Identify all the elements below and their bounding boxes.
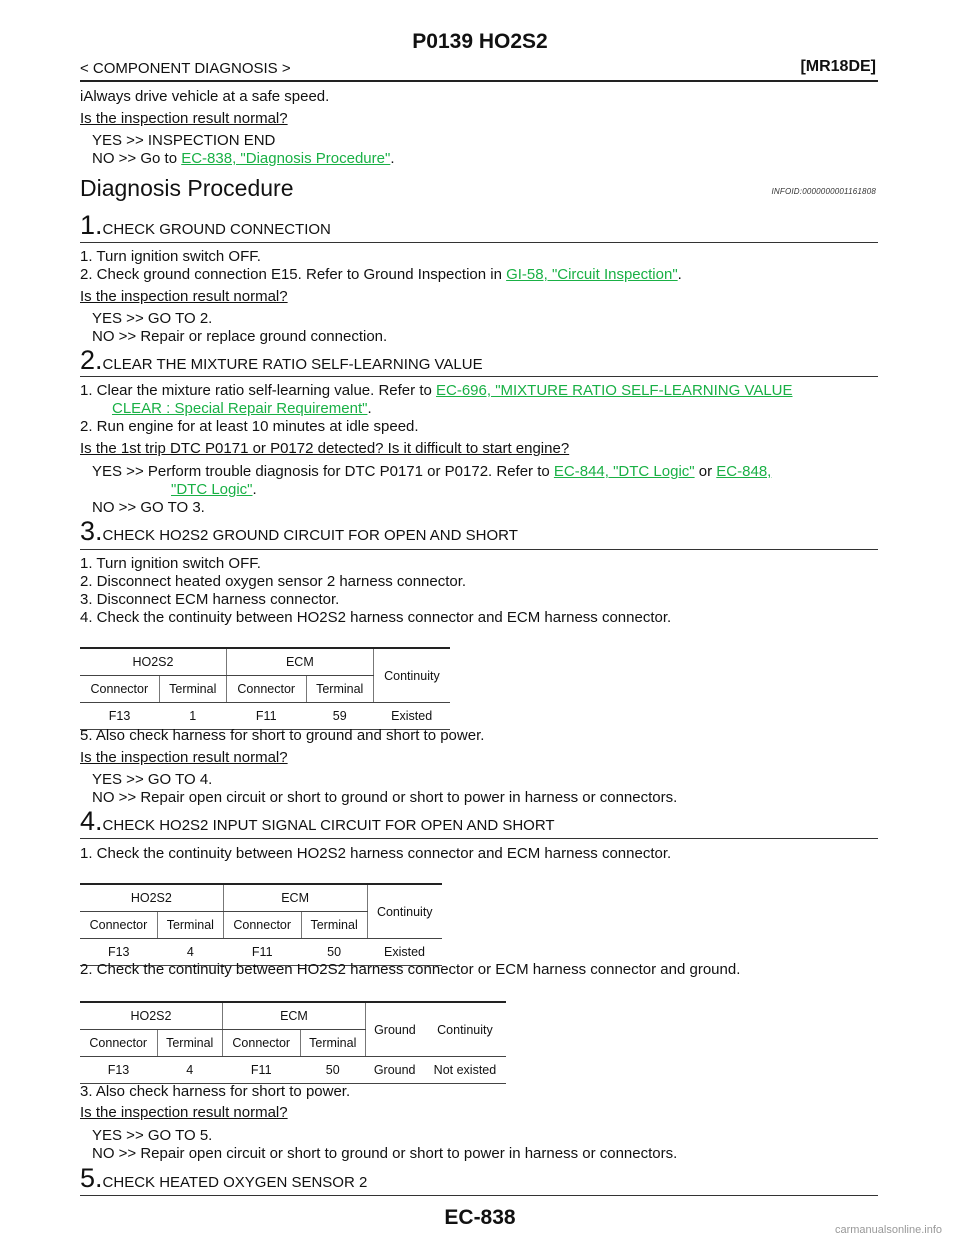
col-ho2s2: HO2S2 [80, 883, 224, 912]
cell: 4 [157, 938, 224, 966]
cell: 50 [300, 1056, 366, 1084]
cell: Existed [367, 938, 442, 966]
step-1-heading: 1.CHECK GROUND CONNECTION [80, 210, 331, 240]
mixture-ratio-link-cont[interactable]: CLEAR : Special Repair Requirement" [112, 400, 368, 417]
intro-line: iAlways drive vehicle at a safe speed. [80, 88, 330, 105]
col-connector: Connector [225, 675, 307, 703]
dtc-logic-link-2[interactable]: EC-848, [716, 463, 772, 480]
step-4-line-1: 1. Check the continuity between HO2S2 ha… [80, 845, 672, 862]
step-3-heading: 3.CHECK HO2S2 GROUND CIRCUIT FOR OPEN AN… [80, 516, 518, 546]
header-rule [80, 80, 878, 82]
step-3-no: NO >> Repair open circuit or short to gr… [92, 789, 678, 806]
step-2-question: Is the 1st trip DTC P0171 or P0172 detec… [80, 440, 570, 457]
dtc-logic-link-1[interactable]: EC-844, "DTC Logic" [553, 463, 695, 480]
step-4-no: NO >> Repair open circuit or short to gr… [92, 1145, 678, 1162]
diagnosis-procedure-link[interactable]: EC-838, "Diagnosis Procedure" [181, 150, 391, 167]
step-3-rule [80, 549, 878, 550]
section-label: < COMPONENT DIAGNOSIS > [80, 60, 291, 77]
col-ecm: ECM [225, 647, 374, 676]
step-2-heading: 2.CLEAR THE MIXTURE RATIO SELF-LEARNING … [80, 345, 483, 375]
col-continuity: Continuity [366, 883, 442, 939]
step-2-line-1: 1. Clear the mixture ratio self-learning… [80, 382, 793, 399]
cell: Existed [373, 702, 450, 730]
col-ground: Ground [364, 1001, 424, 1057]
intro-yes: YES >> INSPECTION END [92, 132, 276, 149]
step-2-rule [80, 376, 878, 377]
step-4-line-3: 3. Also check harness for short to power… [80, 1083, 351, 1100]
col-connector: Connector [80, 675, 160, 703]
step-4-continuity-table: HO2S2 ECM Continuity Connector Terminal … [80, 883, 442, 966]
step-3-line-3: 3. Disconnect ECM harness connector. [80, 591, 340, 608]
cell: 4 [157, 1056, 223, 1084]
cell: 59 [306, 702, 374, 730]
cell: F11 [223, 938, 302, 966]
col-connector: Connector [222, 911, 302, 939]
step-3-question: Is the inspection result normal? [80, 749, 288, 766]
step-4-heading: 4.CHECK HO2S2 INPUT SIGNAL CIRCUIT FOR O… [80, 806, 555, 836]
col-terminal: Terminal [156, 911, 224, 939]
col-terminal: Terminal [299, 1029, 366, 1057]
dtc-logic-link-2-cont[interactable]: "DTC Logic" [171, 481, 253, 498]
cell: F13 [80, 702, 160, 730]
col-terminal: Terminal [156, 1029, 223, 1057]
mixture-ratio-link[interactable]: EC-696, "MIXTURE RATIO SELF-LEARNING VAL… [436, 382, 793, 399]
col-ecm: ECM [221, 1001, 366, 1030]
col-terminal: Terminal [305, 675, 374, 703]
step-3-line-5: 5. Also check harness for short to groun… [80, 727, 485, 744]
step-1-no: NO >> Repair or replace ground connectio… [92, 328, 388, 345]
step-3-line-4: 4. Check the continuity between HO2S2 ha… [80, 609, 672, 626]
col-connector: Connector [80, 911, 158, 939]
watermark: carmanualsonline.info [834, 1224, 942, 1236]
step-3-yes: YES >> GO TO 4. [92, 771, 213, 788]
step-2-yes: YES >> Perform trouble diagnosis for DTC… [92, 463, 772, 480]
cell: Not existed [423, 1056, 506, 1084]
step-2-no: NO >> GO TO 3. [92, 499, 205, 516]
table-row: F13 4 F11 50 Ground Not existed [80, 1056, 506, 1084]
step-4-yes: YES >> GO TO 5. [92, 1127, 213, 1144]
step-1-question: Is the inspection result normal? [80, 288, 288, 305]
step-4-ground-table: HO2S2 ECM Ground Continuity Connector Te… [80, 1001, 506, 1084]
engine-label: [MR18DE] [800, 58, 876, 75]
col-connector: Connector [221, 1029, 301, 1057]
col-continuity: Continuity [372, 647, 450, 703]
cell: 50 [301, 938, 368, 966]
step-1-line-2: 2. Check ground connection E15. Refer to… [80, 266, 682, 283]
step-4-question: Is the inspection result normal? [80, 1104, 288, 1121]
cell: F11 [226, 702, 307, 730]
step-1-rule [80, 242, 878, 243]
page-number: EC-838 [444, 1206, 516, 1229]
col-ho2s2: HO2S2 [80, 647, 227, 676]
step-3-line-1: 1. Turn ignition switch OFF. [80, 555, 261, 572]
step-5-heading: 5.CHECK HEATED OXYGEN SENSOR 2 [80, 1163, 368, 1193]
cell: Ground [365, 1056, 424, 1084]
page-title: P0139 HO2S2 [412, 30, 548, 53]
cell: 1 [159, 702, 227, 730]
diagnosis-procedure-title: Diagnosis Procedure [80, 175, 294, 201]
col-terminal: Terminal [158, 675, 227, 703]
step-3-line-2: 2. Disconnect heated oxygen sensor 2 har… [80, 573, 467, 590]
step-2-yes-cont: "DTC Logic". [171, 481, 257, 498]
step-2-line-2: 2. Run engine for at least 10 minutes at… [80, 418, 419, 435]
col-ho2s2: HO2S2 [80, 1001, 223, 1030]
step-5-rule [80, 1195, 878, 1196]
col-continuity: Continuity [423, 1001, 506, 1057]
col-ecm: ECM [222, 883, 368, 912]
info-id: INFOID:0000000001161808 [771, 187, 876, 196]
circuit-inspection-link[interactable]: GI-58, "Circuit Inspection" [506, 266, 678, 283]
intro-question: Is the inspection result normal? [80, 110, 288, 127]
col-connector: Connector [80, 1029, 157, 1057]
cell: F13 [80, 1056, 157, 1084]
intro-no: NO >> Go to EC-838, "Diagnosis Procedure… [92, 150, 395, 167]
step-1-yes: YES >> GO TO 2. [92, 310, 213, 327]
step-1-line-1: 1. Turn ignition switch OFF. [80, 248, 261, 265]
step-3-continuity-table: HO2S2 ECM Continuity Connector Terminal … [80, 647, 450, 730]
step-4-rule [80, 838, 878, 839]
step-4-line-2: 2. Check the continuity between HO2S2 ha… [80, 961, 741, 978]
table-row: F13 1 F11 59 Existed [80, 702, 450, 730]
step-2-line-1-cont: CLEAR : Special Repair Requirement". [112, 400, 372, 417]
cell: F13 [80, 938, 158, 966]
col-terminal: Terminal [300, 911, 368, 939]
cell: F11 [222, 1056, 301, 1084]
table-row: F13 4 F11 50 Existed [80, 938, 442, 966]
